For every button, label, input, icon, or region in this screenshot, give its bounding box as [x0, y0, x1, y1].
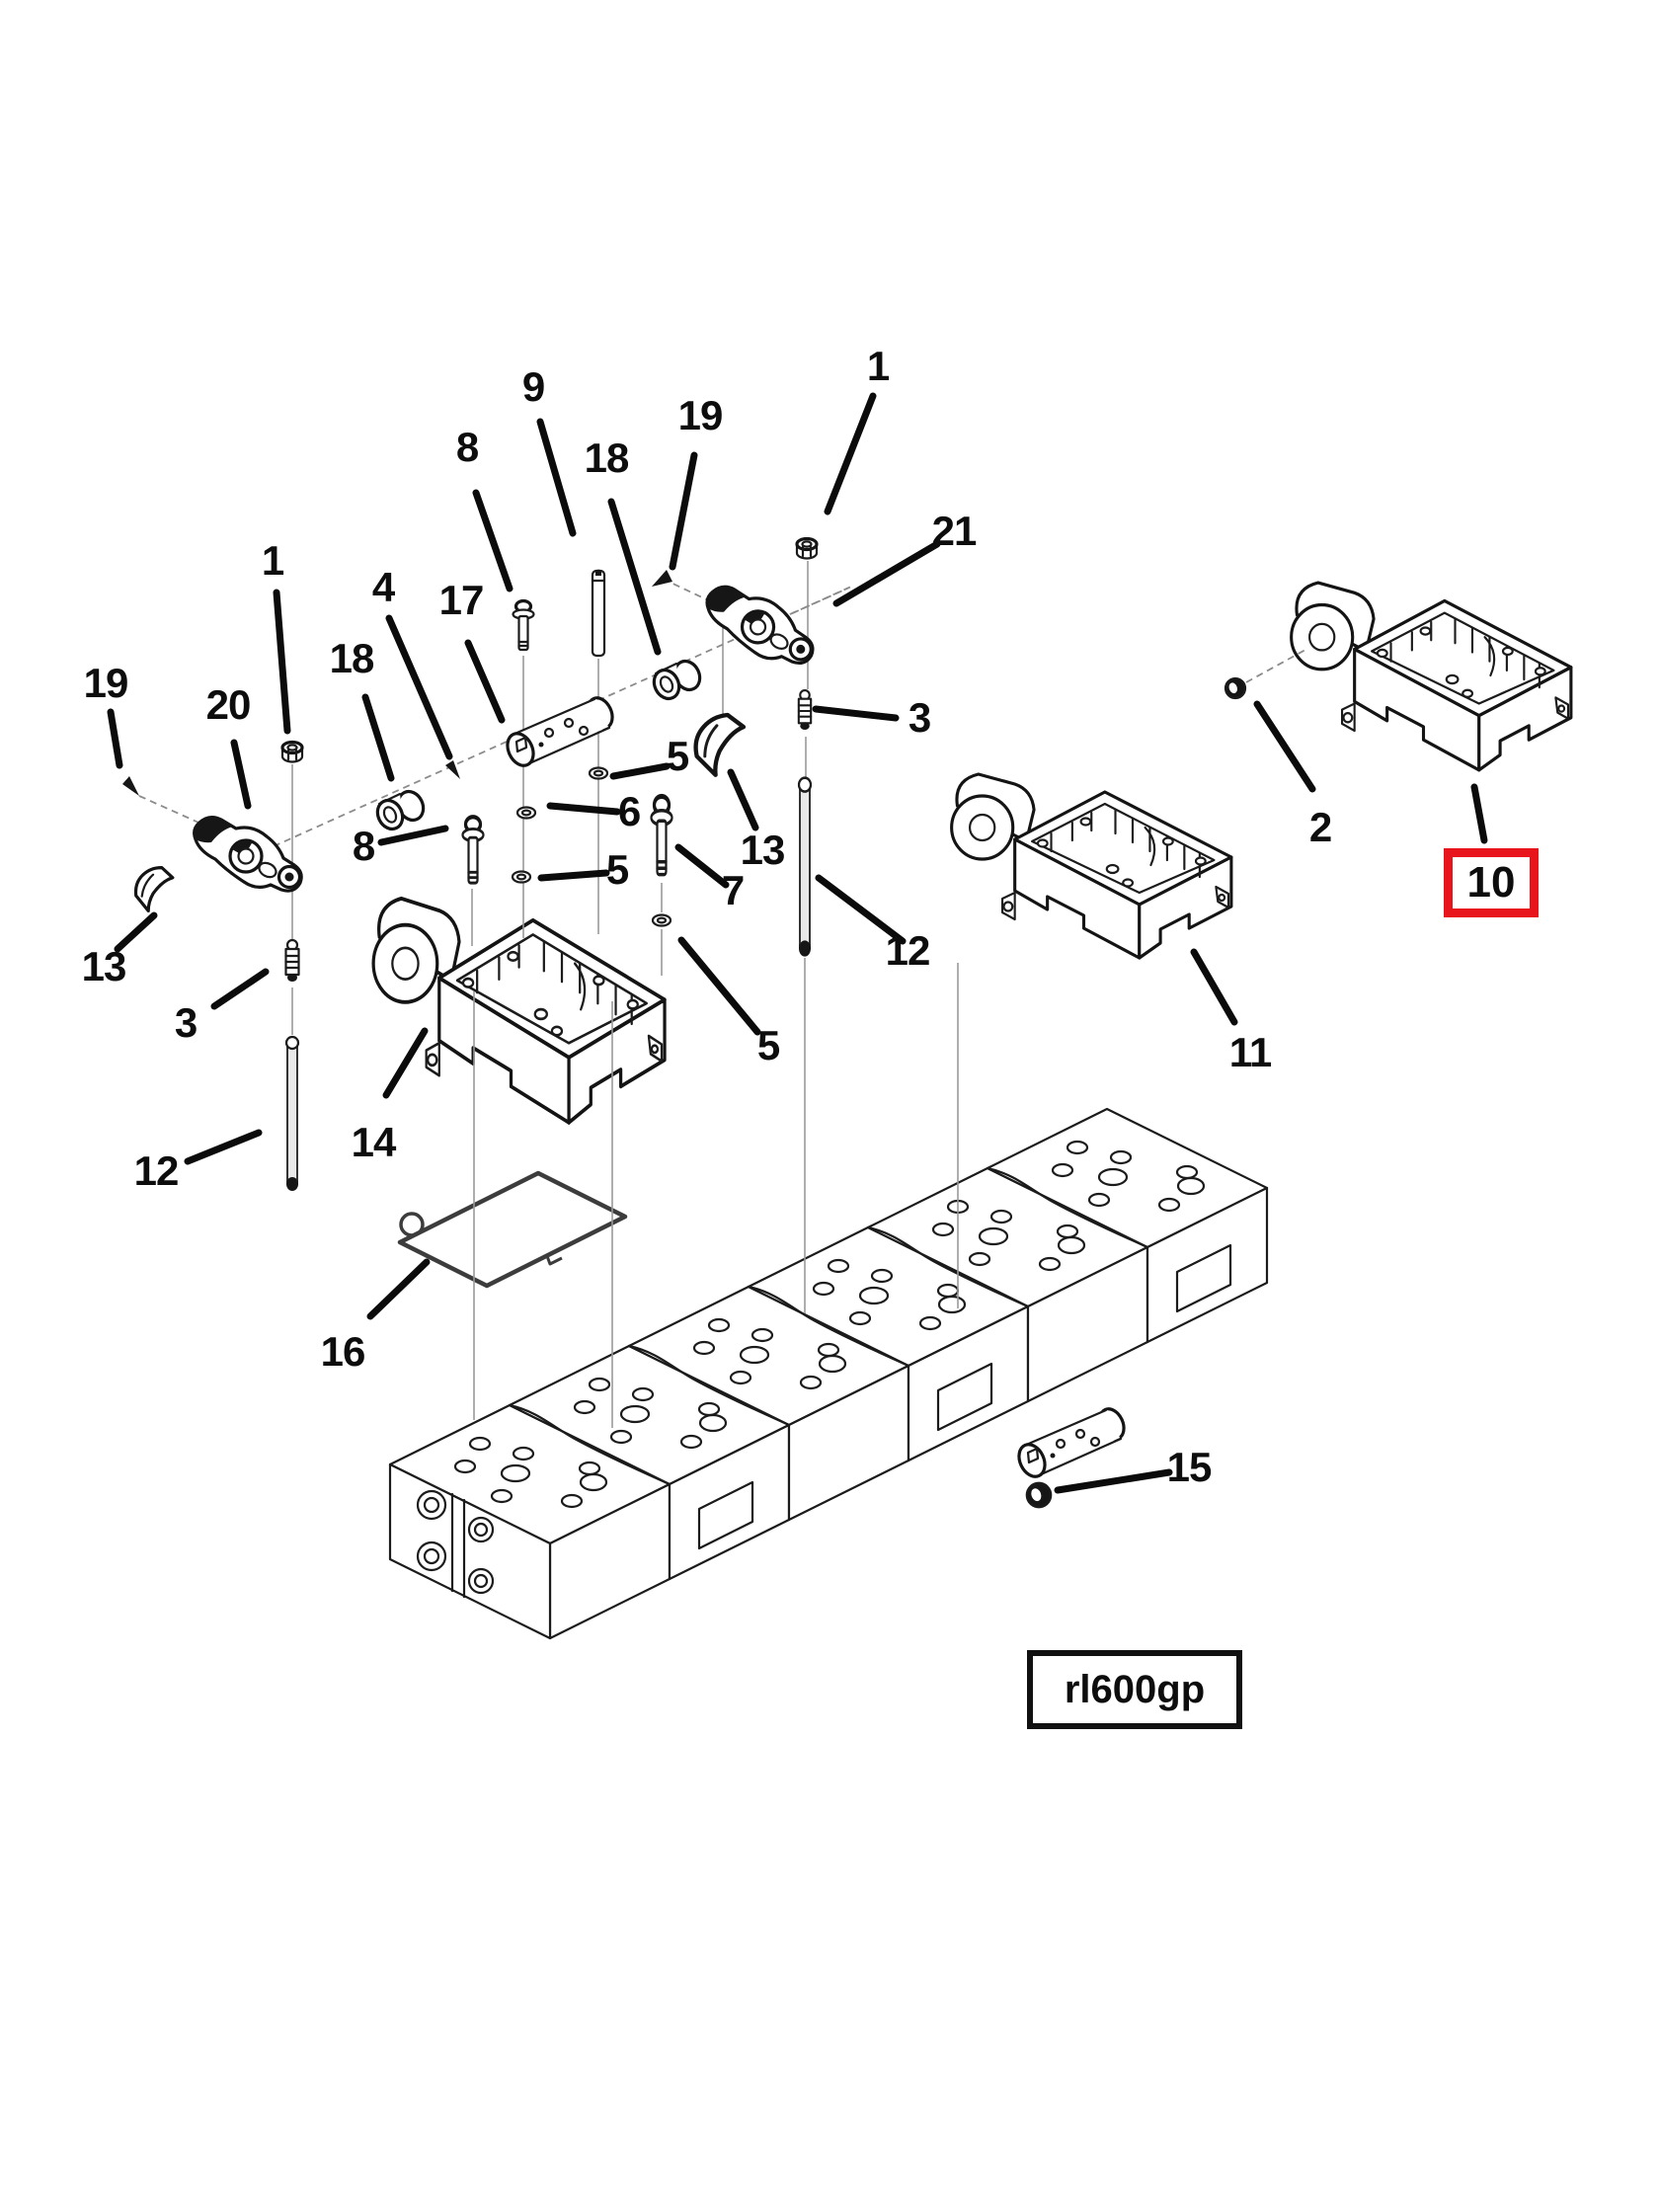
callout-19-left: 19	[83, 660, 129, 706]
drawing-code-box: rl600gp	[1027, 1650, 1242, 1729]
callout-14: 14	[351, 1119, 397, 1165]
callout-17: 17	[438, 577, 485, 623]
shaft-bushing-left	[371, 785, 430, 835]
callout-8-lower: 8	[352, 823, 375, 869]
push-rod-right	[797, 776, 813, 958]
bolt-7	[652, 796, 672, 874]
cylinder-head-block-row	[388, 1107, 1269, 1640]
rocker-shaft	[1012, 1403, 1131, 1483]
callout-15: 15	[1166, 1444, 1213, 1490]
callout-12-left: 12	[133, 1147, 180, 1194]
callout-3-left: 3	[174, 999, 198, 1046]
callout-6: 6	[617, 788, 641, 834]
leader-arrowheads	[122, 570, 672, 796]
callout-16: 16	[320, 1328, 366, 1375]
bolt-8-lower	[463, 817, 484, 883]
callout-5-c: 5	[756, 1022, 780, 1068]
callout-13-right: 13	[740, 827, 786, 873]
callout-2: 2	[1308, 804, 1332, 850]
callout-20: 20	[205, 681, 252, 728]
callout-1-right: 1	[866, 343, 890, 389]
jam-nut-right	[795, 536, 819, 561]
callout-leader-lines	[107, 392, 1488, 1494]
push-rod-left	[284, 1035, 300, 1193]
shaft-bushing-right	[648, 655, 706, 705]
cover-gasket	[397, 1170, 628, 1289]
cup-plug-2	[1224, 676, 1247, 700]
callout-12-right: 12	[885, 927, 931, 974]
rocker-housing-10	[1290, 581, 1573, 772]
callout-3-right: 3	[908, 694, 931, 741]
callout-5-a: 5	[666, 733, 689, 779]
washer-5-c	[651, 913, 672, 927]
rocker-arm-20	[193, 815, 303, 893]
callout-8-upper: 8	[455, 424, 479, 470]
callout-1-left: 1	[261, 537, 284, 584]
rocker-housing-14	[371, 896, 667, 1125]
callout-18-left: 18	[329, 635, 375, 681]
callout-21: 21	[931, 508, 978, 554]
callout-9: 9	[521, 363, 545, 410]
callout-19-upper: 19	[677, 392, 724, 438]
washer-5-b	[511, 870, 532, 884]
bolt-8-upper	[511, 598, 536, 652]
washer-5-a	[588, 766, 609, 780]
cup-plug-15	[1025, 1481, 1053, 1509]
rocker-housing-11	[950, 772, 1233, 960]
callout-10-highlighted[interactable]: 10	[1444, 848, 1539, 917]
washer-6	[515, 806, 537, 820]
adjusting-screw-left	[284, 938, 300, 984]
wear-pad-right	[696, 715, 744, 775]
callout-18-upper: 18	[584, 434, 630, 481]
stud-9	[591, 568, 606, 658]
wear-pad-left	[131, 863, 176, 915]
adjusting-screw-right	[797, 689, 813, 732]
jam-nut-left	[280, 740, 304, 764]
callout-13-left: 13	[81, 943, 127, 989]
callout-4: 4	[371, 564, 395, 610]
rocker-arm-21	[703, 585, 817, 666]
callout-5-b: 5	[605, 846, 629, 893]
callout-11: 11	[1228, 1029, 1272, 1075]
callout-7: 7	[721, 867, 745, 913]
